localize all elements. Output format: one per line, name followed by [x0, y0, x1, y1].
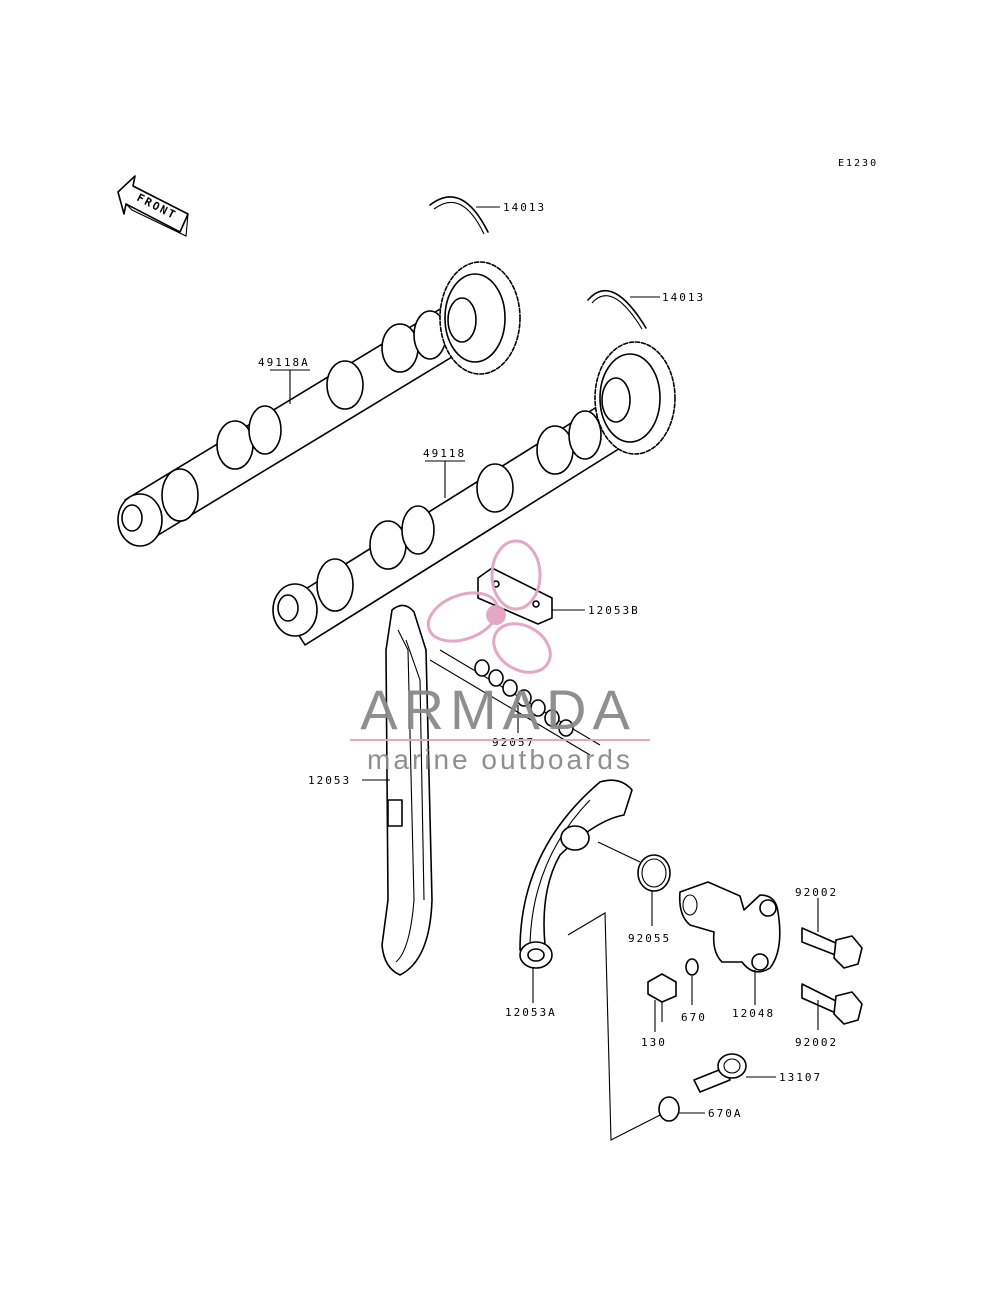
- label-bolt-bottom: 92002: [795, 1036, 838, 1049]
- label-oring-92055: 92055: [628, 932, 671, 945]
- label-bolt-130: 130: [641, 1036, 667, 1049]
- label-oring-670a: 670A: [708, 1107, 743, 1120]
- guide-12053a: 12053A: [505, 779, 671, 1141]
- label-plug: 13107: [779, 1071, 822, 1084]
- watermark: ARMADA marine outboards: [350, 539, 650, 775]
- guide-12053: 12053: [308, 604, 433, 976]
- ring-14013-right: 14013: [587, 289, 705, 330]
- cam-sprocket-b: [594, 341, 676, 455]
- watermark-brand: ARMADA: [360, 678, 636, 741]
- label-bolt-top: 92002: [795, 886, 838, 899]
- label-guide-a: 12053A: [505, 1006, 557, 1019]
- plug-13107: 13107: [693, 1053, 822, 1093]
- front-arrow-icon: FRONT: [117, 175, 189, 237]
- label-camshaft-b: 49118: [423, 447, 466, 460]
- camshaft-49118a: 49118A: [117, 261, 521, 547]
- label-guide-left: 12053: [308, 774, 351, 787]
- label-guide-b: 12053B: [588, 604, 640, 617]
- cam-sprocket-a: [439, 261, 521, 375]
- diagram-code: E1230: [838, 158, 878, 169]
- oring-670a: 670A: [658, 1096, 743, 1122]
- ring-14013-upper: 14013: [429, 196, 546, 235]
- watermark-tagline: marine outboards: [367, 744, 633, 775]
- bolt-130: 130: [641, 973, 677, 1049]
- label-ring-upper: 14013: [503, 201, 546, 214]
- tensioner-12048: 12048: [678, 881, 781, 1020]
- bolt-92002-top: 92002: [795, 886, 863, 969]
- camshaft-49118: 49118: [272, 341, 676, 646]
- oring-670: 670: [681, 958, 707, 1024]
- propeller-logo-icon: [426, 539, 552, 674]
- label-oring-670: 670: [681, 1011, 707, 1024]
- bolt-92002-bottom: 92002: [795, 983, 863, 1049]
- label-ring-right: 14013: [662, 291, 705, 304]
- oring-92055: 92055: [597, 841, 671, 945]
- label-tensioner: 12048: [732, 1007, 775, 1020]
- label-camshaft-a: 49118A: [258, 356, 310, 369]
